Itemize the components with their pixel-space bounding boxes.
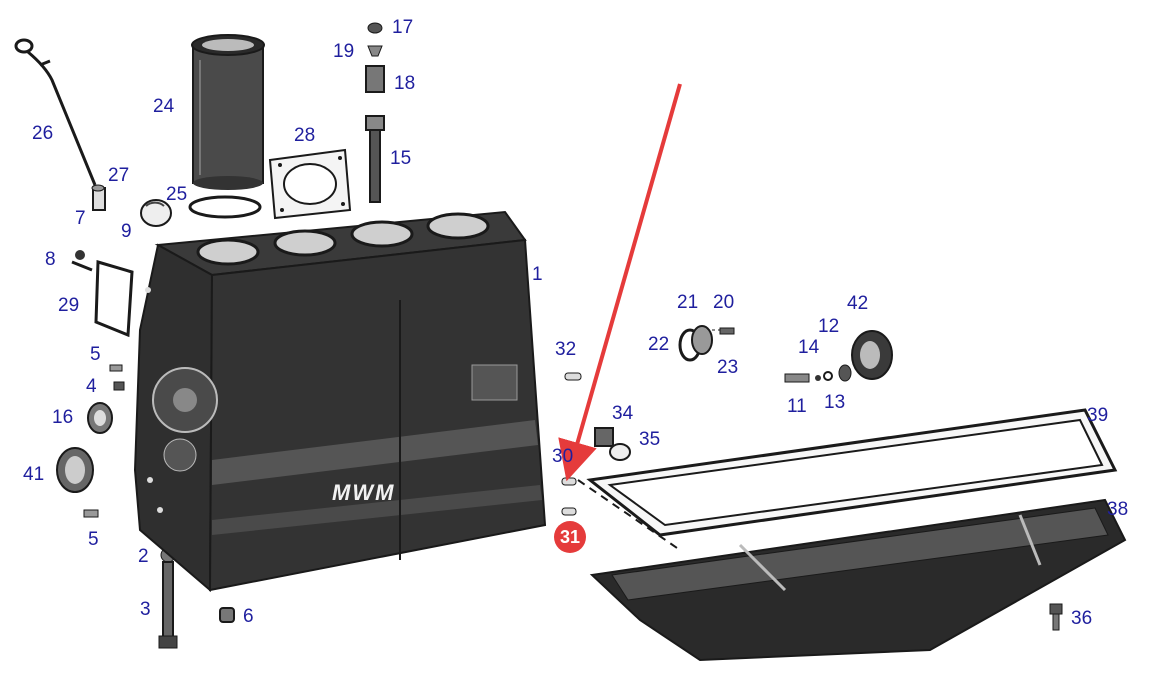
- part-label-35: 35: [639, 429, 661, 450]
- oil-sump-part: [589, 498, 1127, 662]
- part-label-28: 28: [294, 125, 316, 146]
- part-label-14: 14: [798, 337, 820, 358]
- highlight-arrow: [558, 83, 682, 482]
- liner-o-ring-part: [188, 195, 262, 219]
- dipstick-tube-part: [91, 184, 106, 211]
- part-label-12: 12: [818, 316, 840, 337]
- part-label-16: 16: [52, 407, 74, 428]
- expansion-plug-part: [140, 199, 172, 227]
- part-label-2: 2: [138, 546, 149, 567]
- part-label-21: 21: [677, 292, 699, 313]
- part-label-41: 41: [23, 464, 45, 485]
- part-label-39: 39: [1087, 405, 1109, 426]
- part-label-30: 30: [552, 446, 574, 467]
- part-label-5-upper: 5: [90, 344, 101, 365]
- part-label-9: 9: [121, 221, 132, 242]
- part-label-29: 29: [58, 295, 80, 316]
- engine-brand-logo: MWM: [332, 480, 396, 505]
- part-label-3: 3: [140, 599, 151, 620]
- part-label-24: 24: [153, 96, 175, 117]
- part-label-15: 15: [390, 148, 412, 169]
- rear-seal-part: [678, 325, 735, 362]
- part-label-8: 8: [45, 249, 56, 270]
- alignment-dashed-line: [577, 479, 681, 551]
- front-small-parts: [56, 364, 125, 518]
- sump-bolt-part: [1049, 603, 1063, 631]
- part-label-20: 20: [713, 292, 735, 313]
- part-label-42: 42: [847, 293, 869, 314]
- part-label-18: 18: [394, 73, 416, 94]
- part-label-13: 13: [824, 392, 846, 413]
- part-label-4: 4: [86, 376, 97, 397]
- part-label-11: 11: [787, 396, 807, 417]
- part-label-22: 22: [648, 334, 670, 355]
- engine-block-part: [133, 210, 547, 593]
- part-label-27: 27: [108, 165, 130, 186]
- main-bolt-part: [158, 547, 178, 649]
- part-label-17: 17: [392, 17, 414, 38]
- dipstick-part: [14, 38, 97, 186]
- part-label-26: 26: [32, 123, 54, 144]
- part-label-34: 34: [612, 403, 634, 424]
- part-label-25: 25: [166, 184, 188, 205]
- head-gasket-part: [268, 148, 352, 220]
- small-nut-part: [219, 607, 235, 623]
- part-label-1: 1: [532, 264, 543, 285]
- highlighted-part-badge-31: 31: [554, 521, 586, 553]
- part-label-36: 36: [1071, 608, 1093, 629]
- part-label-19: 19: [333, 41, 355, 62]
- head-stud-assembly-part: [365, 22, 385, 203]
- part-label-7: 7: [75, 208, 86, 229]
- side-cover-part: [71, 250, 134, 338]
- oil-pump-part: [784, 330, 893, 383]
- part-label-6: 6: [243, 606, 254, 627]
- part-label-32: 32: [555, 339, 577, 360]
- part-label-38: 38: [1107, 499, 1129, 520]
- drain-plug-part: [594, 427, 631, 461]
- cylinder-liner-part: [191, 34, 265, 190]
- sump-gasket-part: [586, 408, 1118, 537]
- part-label-23: 23: [717, 357, 739, 378]
- part-label-5-lower: 5: [88, 529, 99, 550]
